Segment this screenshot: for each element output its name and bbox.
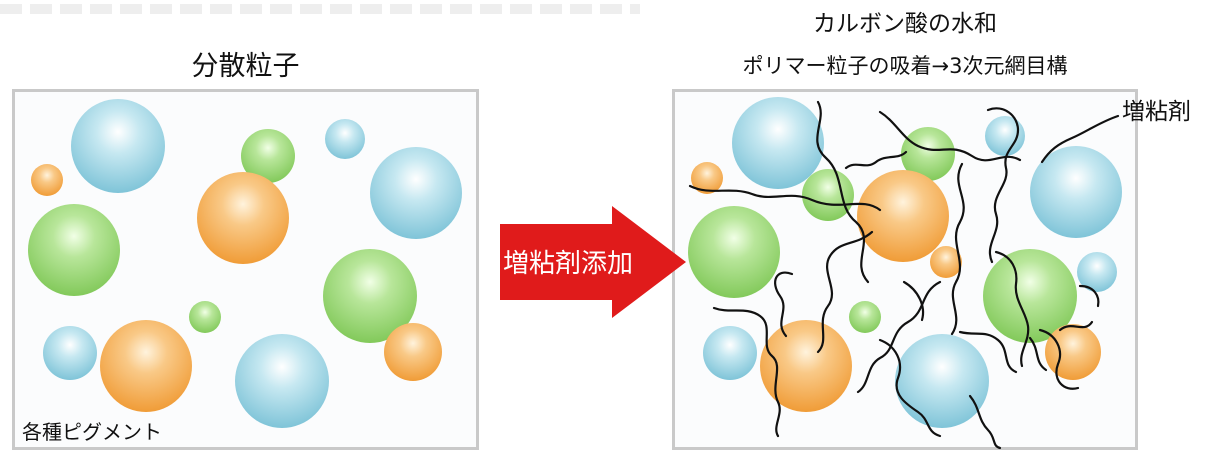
right-panel-subtitle: ポリマー粒子の吸着→3次元網目構 [742, 54, 1068, 78]
polymer-strand [712, 306, 781, 438]
green-pigment-particle [28, 204, 120, 296]
polymer-strand [902, 280, 925, 322]
green-pigment-particle [849, 301, 881, 333]
orange-pigment-particle [197, 172, 289, 264]
blue-pigment-particle [1030, 146, 1122, 238]
orange-pigment-particle [100, 320, 192, 412]
orange-pigment-particle [1045, 324, 1101, 380]
polymer-strand [950, 162, 965, 336]
green-pigment-particle [802, 169, 854, 221]
polymer-strand [844, 150, 908, 170]
thickener-label: 増粘剤 [1122, 99, 1191, 125]
blue-pigment-particle [1077, 252, 1117, 292]
right-panel-title: カルボン酸の水和 [813, 11, 997, 37]
arrow-label: 増粘剤添加 [503, 249, 633, 279]
blue-pigment-particle [370, 147, 462, 239]
polymer-strand [968, 394, 1002, 450]
blue-pigment-particle [895, 334, 989, 428]
blue-pigment-particle [732, 97, 824, 189]
blue-pigment-particle [985, 116, 1025, 156]
green-pigment-particle [688, 206, 780, 298]
blue-pigment-particle [43, 326, 97, 380]
polymer-strand [1028, 336, 1048, 372]
blue-pigment-particle [71, 99, 165, 193]
polymer-strand [878, 110, 1022, 162]
left-particles [28, 99, 462, 428]
green-pigment-particle [983, 249, 1077, 343]
add-thickener-arrow [500, 206, 686, 318]
polymer-strand [986, 107, 1020, 264]
blue-pigment-particle [703, 326, 757, 380]
orange-pigment-particle [31, 164, 63, 196]
faint-header-strip [0, 4, 640, 14]
polymer-strand [1040, 114, 1120, 164]
orange-pigment-particle [930, 246, 962, 278]
polymer-strand [1038, 328, 1080, 390]
polymer-strand [878, 338, 942, 438]
polymer-strand [958, 330, 1018, 374]
blue-pigment-particle [235, 334, 329, 428]
polymer-strand [1078, 284, 1100, 308]
polymer-strand [1058, 320, 1094, 332]
green-pigment-particle [189, 301, 221, 333]
thickener-polymer-network [688, 100, 1120, 450]
green-pigment-particle [901, 127, 955, 181]
orange-pigment-particle [691, 162, 723, 194]
orange-pigment-particle [760, 320, 852, 412]
polymer-strand [856, 280, 942, 394]
green-pigment-particle [323, 249, 417, 343]
pigment-label: 各種ピグメント [22, 420, 162, 444]
polymer-strand [688, 184, 882, 212]
orange-pigment-particle [857, 170, 949, 262]
green-pigment-particle [241, 129, 295, 183]
polymer-strand [774, 271, 794, 338]
polymer-strand [816, 100, 870, 284]
polymer-strand [994, 250, 1030, 368]
blue-pigment-particle [325, 119, 365, 159]
arrow-shape [500, 206, 686, 318]
right-particles [688, 97, 1122, 428]
polymer-strand [816, 230, 874, 354]
left-panel-title: 分散粒子 [191, 51, 300, 82]
orange-pigment-particle [384, 323, 442, 381]
